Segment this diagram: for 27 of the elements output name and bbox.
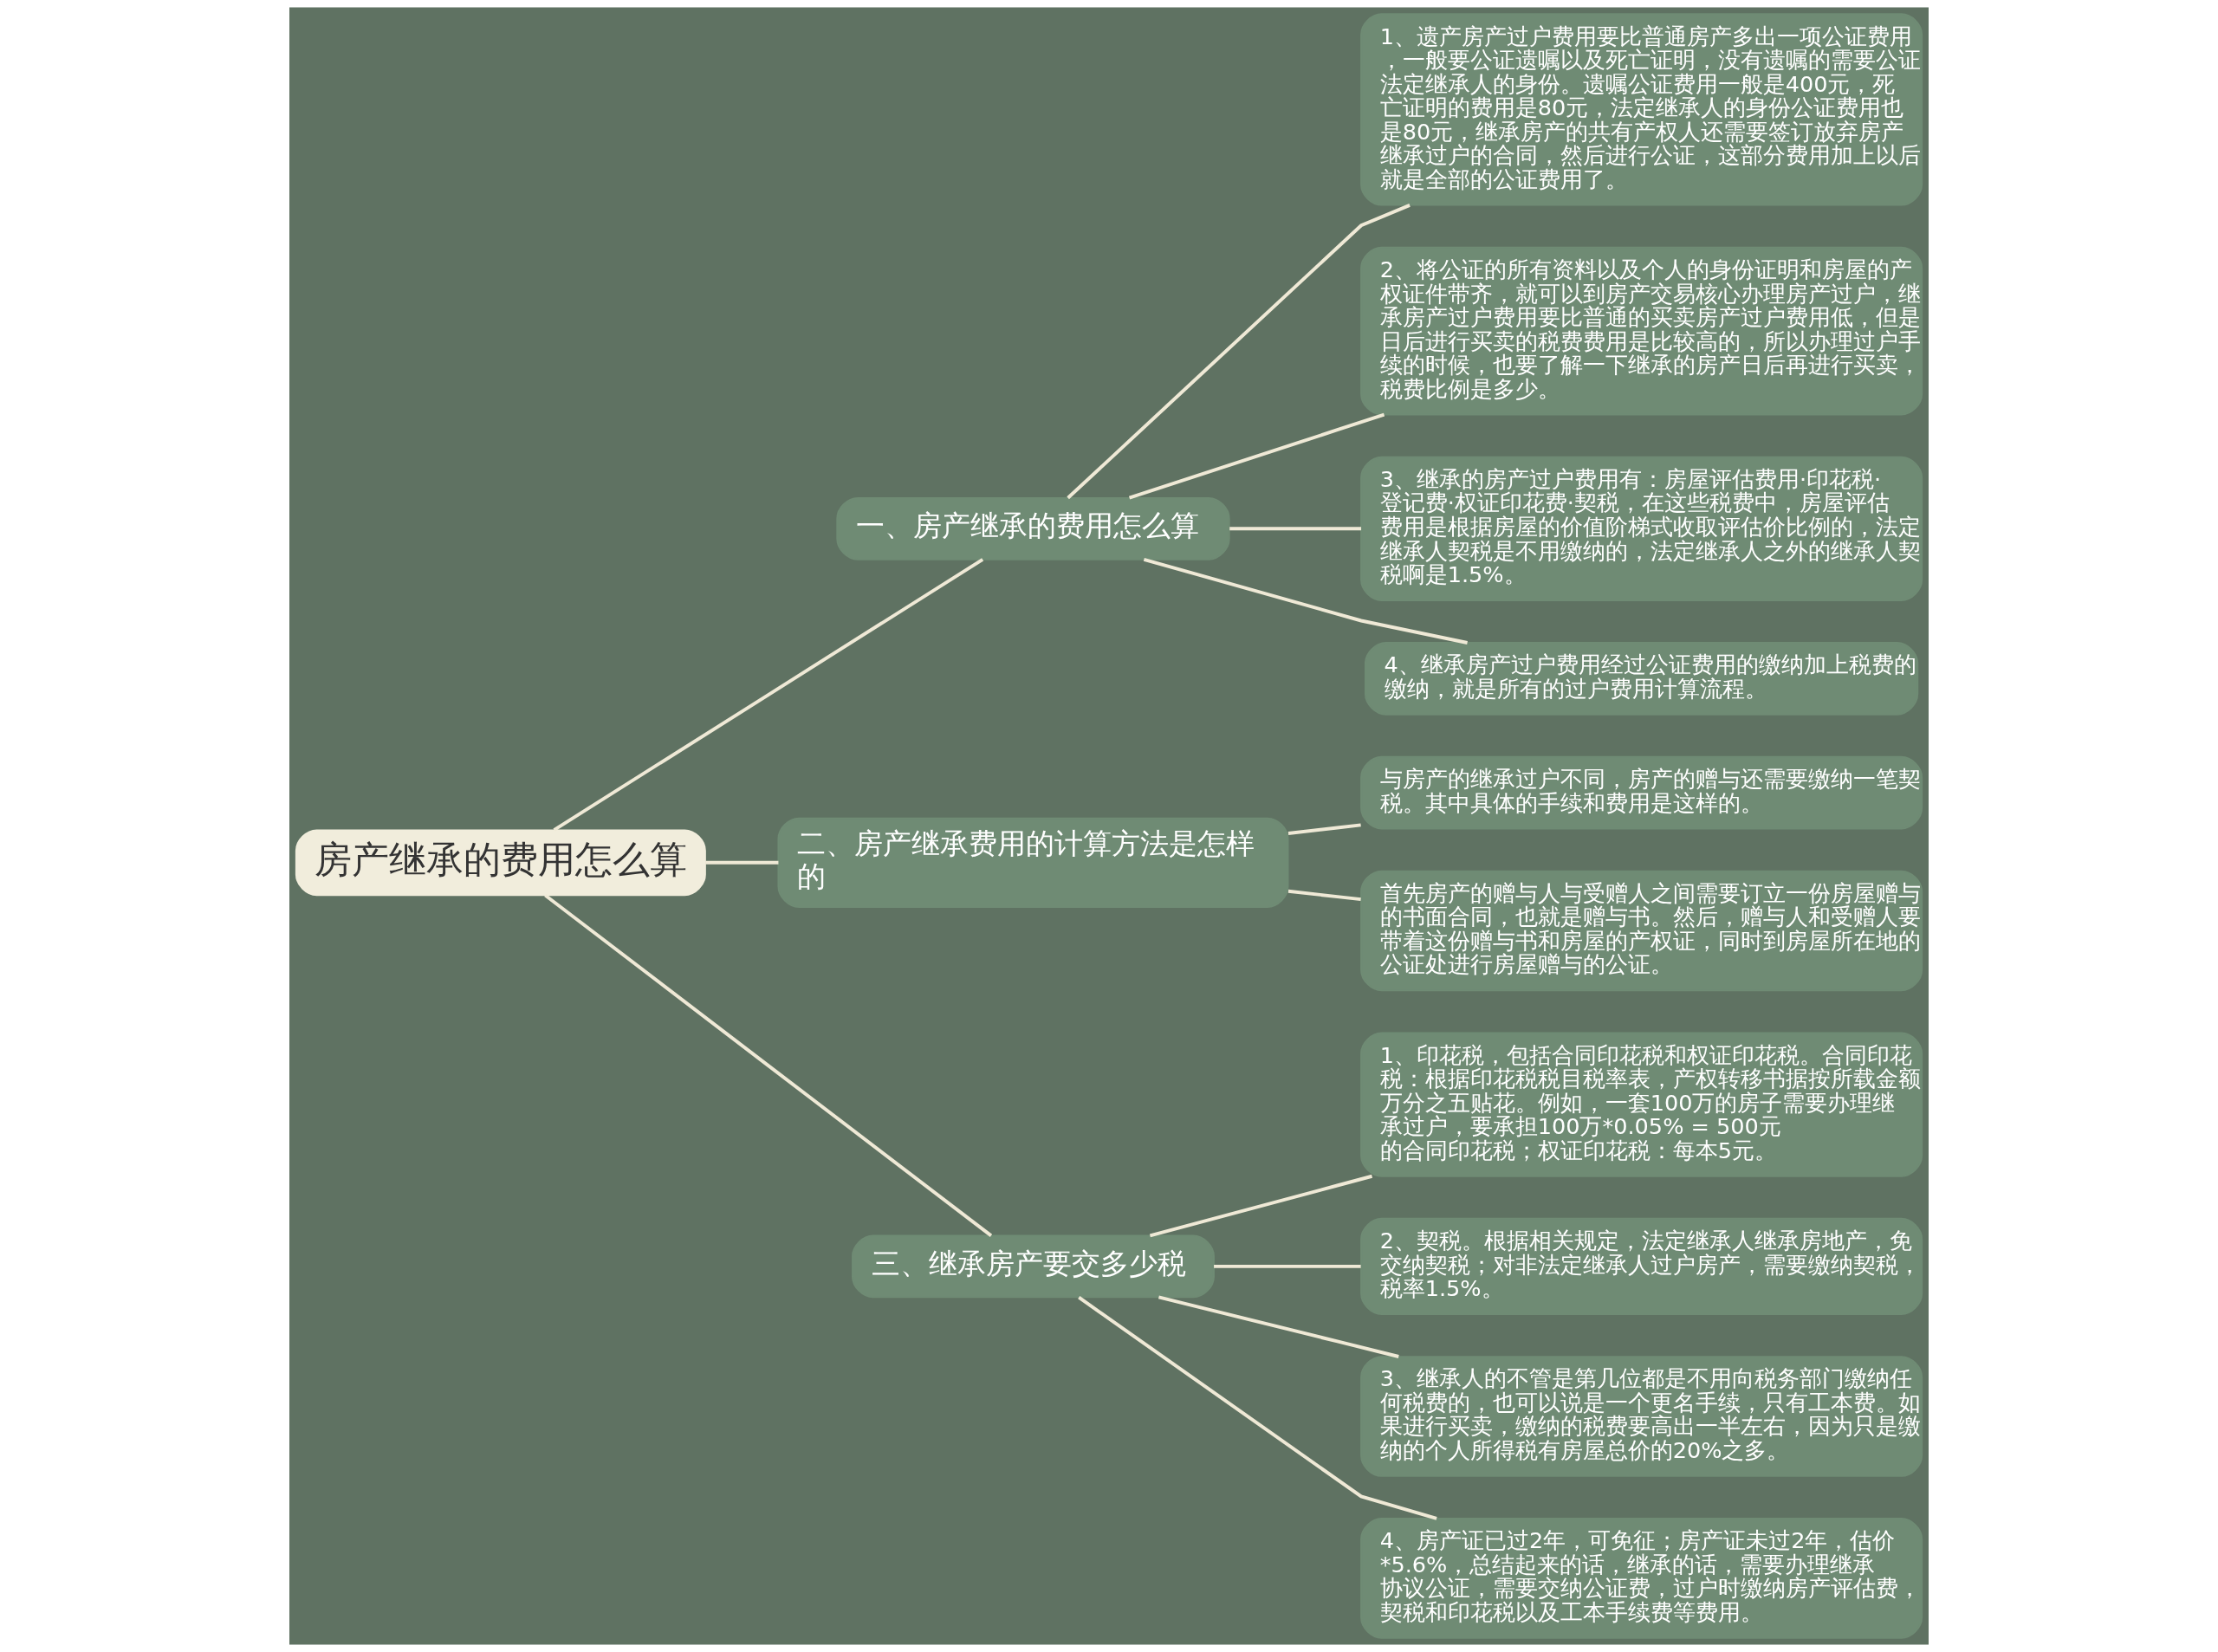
node-box: 与房产的继承过户不同，房产的赠与还需要缴纳一笔契税。其中具体的手续和费用是这样的。 [1360, 755, 1923, 830]
connector [1287, 889, 1361, 902]
connector [1158, 1295, 1399, 1358]
node-box: 3、继承人的不管是第几位都是不用向税务部门缴纳任何税费的，也可以说是一个更名手续，只有工本费。如果进行买卖，缴纳的税费要高出一半左右，因为只是缴纳的个人所得税有房屋总价的20%之多。 [1360, 1356, 1923, 1477]
node-box: 4、房产证已过2年，可免征；房产证未过2年，估价*5.6%，总结起来的话，继承的话，需要办理继承协议公证，需要交纳公证费，过户时缴纳房产评估费，契税和印花税以及工本手续费等费用。 [1360, 1518, 1923, 1639]
node-box: 2、将公证的所有资料以及个人的身份证明和房屋的产权证件带齐，就可以到房产交易核心办理房产过户，继承房产过户费用要比普通的买卖房产过户费用低，但是日后进行买卖的税费费用是比较高的，所以办理过户手续的时候，也要了解一下继承的房产日后再进行买卖，税费比例是多少。 [1360, 246, 1923, 416]
connector [1287, 823, 1361, 835]
node-box: 首先房产的赠与人与受赠人之间需要订立一份房屋赠与的书面合同，也就是赠与书。然后，赠与人和受赠人要带着这份赠与书和房屋的产权证，同时到房屋所在地的公证处进行房屋赠与的公证。 [1360, 870, 1923, 992]
node-box: 1、遗产房产过户费用要比普通房产多出一项公证费用，一般要公证遗嘱以及死亡证明，没有遗嘱的需要公证法定继承人的身份。遗嘱公证费用一般是400元，死亡证明的费用是80元，法定继承人的身份公证费用也是80元，继承房产的共有产权人还需要签订放弃房产继承过户的合同，然后进行公证，这部分费用加上以后就是全部的公证费用了。 [1360, 13, 1923, 206]
connector [1229, 527, 1362, 531]
node-box: 1、印花税，包括合同印花税和权证印花税。合同印花税：根据印花税税目税率表，产权转移书据按所载金额万分之五贴花。例如，一套100万的房子需要办理继承过户，要承担100万*0.05% = 500元的合同印花税；权证印花税：每本5元。 [1360, 1032, 1923, 1177]
node-box: 一、房产继承的费用怎么算 [836, 496, 1230, 560]
node-box: 4、继承房产过户费用经过公证费用的缴纳加上税费的缴纳，就是所有的过户费用计算流程。 [1365, 642, 1919, 716]
node-box: 房产继承的费用怎么算 [295, 829, 706, 897]
node-box: 二、房产继承费用的计算方法是怎样的 [777, 817, 1289, 908]
node-box: 三、继承房产要交多少税 [852, 1234, 1215, 1299]
connector [544, 893, 993, 1237]
connector [1143, 557, 1468, 645]
node-box: 2、契税。根据相关规定，法定继承人继承房地产，免交纳契税；对非法定继承人过户房产，需要缴纳契税，税率1.5%。 [1360, 1217, 1923, 1315]
connector [553, 558, 984, 832]
connector [1128, 412, 1385, 500]
connector [705, 860, 779, 865]
connector [1067, 204, 1411, 500]
node-box: 3、继承的房产过户费用有：房屋评估费用·印花税·登记费·权证印花费·契税，在这些税费中，房屋评估费用是根据房屋的价值阶梯式收取评估价比例的，法定继承人契税是不用缴纳的，法定继承人之外的继承人契税啊是1.5%。 [1360, 456, 1923, 601]
connector [1149, 1174, 1373, 1238]
connector [1214, 1264, 1361, 1268]
connector [1078, 1296, 1437, 1520]
